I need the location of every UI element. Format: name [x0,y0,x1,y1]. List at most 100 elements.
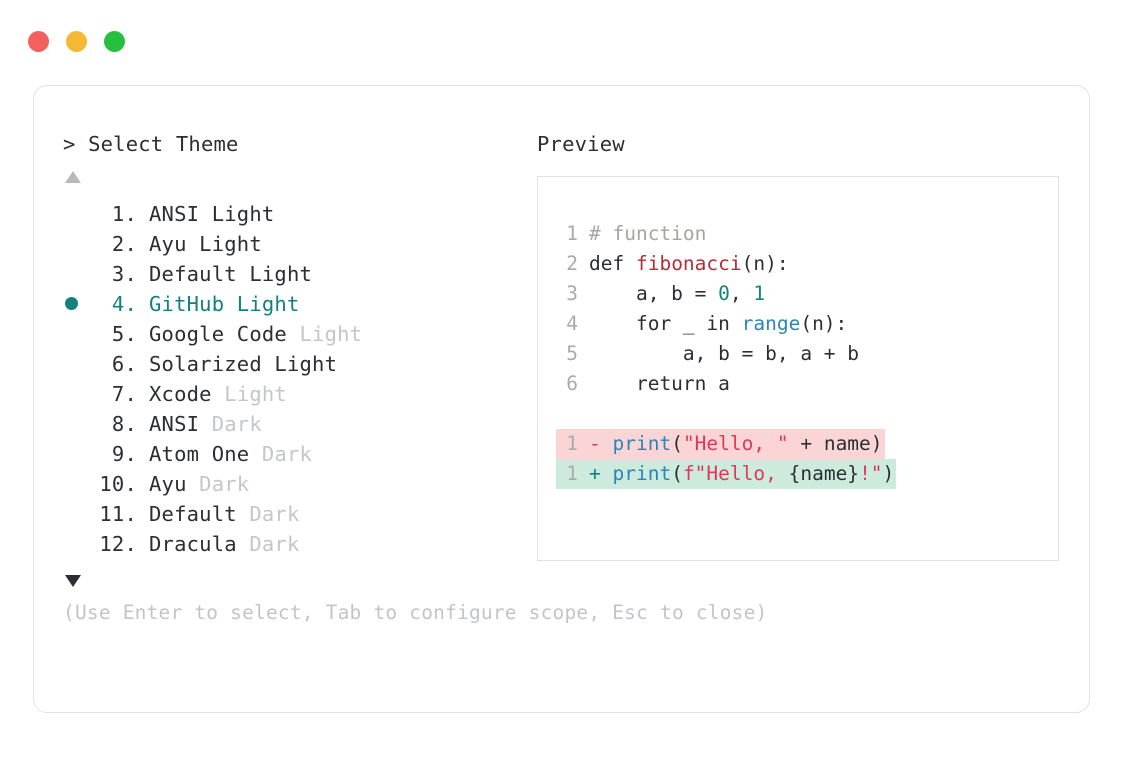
theme-variant-tag: Light [211,382,287,406]
theme-name: Google Code [149,322,287,346]
code-content: a, b = b, a + b [589,339,859,369]
code-token: # function [589,222,707,245]
theme-variant-tag: Dark [249,442,313,466]
code-content: print("Hello, " + name) [612,429,882,459]
theme-list-item[interactable]: 12. Dracula Dark [63,529,533,559]
theme-list: 1. ANSI Light 2.Ayu Light 3. Default Light 4.… [63,199,533,559]
code-token: (n): [741,252,789,275]
theme-list-item[interactable]: 6. Solarized Light [63,349,533,379]
theme-list-item[interactable]: 9. Atom One Dark [63,439,533,469]
code-token: + name) [788,432,883,455]
code-line: 1 # function [538,219,1058,249]
code-token: "Hello, " [682,432,789,455]
theme-list-item[interactable]: 5. Google Code Light [63,319,533,349]
theme-name: Atom One [149,442,250,466]
theme-index: 11. [99,502,137,526]
code-token: a, b = b, a + b [589,342,860,365]
code-token: ) [882,462,895,485]
theme-variant-tag: Dark [236,532,300,556]
code-content: # function [589,219,706,249]
theme-index: 12. [99,532,137,556]
code-token: fibonacci [635,252,742,275]
code-token: a, b = [589,282,719,305]
line-number: 1 [566,432,578,455]
theme-index: 3. [111,262,137,286]
code-token: print [612,462,672,485]
code-line: 3 a, b = 0, 1 [538,279,1058,309]
theme-name: Dracula [149,532,237,556]
line-number: 3 [566,282,578,305]
theme-variant-tag: Dark [199,412,262,436]
theme-name: ANSI [149,412,200,436]
scroll-up-indicator[interactable] [63,171,533,187]
theme-index: 7. [111,382,137,406]
theme-variant-tag: Dark [236,502,300,526]
window-controls [28,31,125,52]
theme-list-item[interactable]: 10.Ayu Dark [63,469,533,499]
preview-title: Preview [537,132,625,156]
line-number: 1 [566,462,578,485]
diff-highlight: 1- print("Hello, " + name) [556,429,885,459]
code-spacer [538,399,1058,429]
code-line: 6 return a [538,369,1058,399]
theme-list-item[interactable]: 8. ANSI Dark [63,409,533,439]
diff-marker: - [589,432,613,455]
code-token: {name} [788,462,860,485]
maximize-button[interactable] [104,31,125,52]
code-token: range [741,312,801,335]
theme-index: 5. [111,322,137,346]
theme-list-item[interactable]: 2.Ayu Light [63,229,533,259]
theme-name: Ayu Light [149,232,262,256]
code-token: ( [671,432,683,455]
theme-list-item[interactable]: 11. Default Dark [63,499,533,529]
triangle-up-icon [65,171,81,183]
theme-name: Default Light [149,262,313,286]
theme-list-item[interactable]: 4.GitHub Light [63,289,533,319]
theme-index: 6. [111,352,137,376]
triangle-down-icon [65,575,81,587]
theme-index: 1. [111,202,137,226]
code-token: for _ in [589,312,742,335]
code-token: , [729,282,754,305]
code-token: !" [859,462,883,485]
theme-list-item[interactable]: 3. Default Light [63,259,533,289]
keyboard-hint: (Use Enter to select, Tab to configure s… [63,601,768,624]
theme-name: Solarized Light [149,352,338,376]
code-content: def fibonacci(n): [589,249,789,279]
theme-name: ANSI Light [149,202,275,226]
diff-line-add: 1 + print(f"Hello, {name}!") [538,459,1058,489]
theme-index: 4. [111,292,137,316]
line-number: 5 [566,342,578,365]
theme-index: 10. [99,472,137,496]
theme-index: 8. [111,412,137,436]
code-content: return a [589,369,730,399]
theme-index: 9. [111,442,137,466]
diff-marker: + [589,462,613,485]
theme-name: Default [149,502,237,526]
code-token: 0 [718,282,730,305]
line-number: 6 [566,372,578,395]
code-token: (n): [800,312,848,335]
code-line: 5 a, b = b, a + b [538,339,1058,369]
theme-list-item[interactable]: 1. ANSI Light [63,199,533,229]
theme-list-item[interactable]: 7. Xcode Light [63,379,533,409]
minimize-button[interactable] [66,31,87,52]
code-token: return a [589,372,730,395]
theme-name: Xcode [149,382,212,406]
code-token: def [589,252,636,275]
code-content: print(f"Hello, {name}!") [612,459,894,489]
theme-variant-tag: Light [286,322,363,346]
line-number: 1 [566,222,578,245]
code-token: print [612,432,672,455]
theme-variant-tag: Dark [186,472,250,496]
scroll-down-indicator[interactable] [63,575,533,591]
close-button[interactable] [28,31,49,52]
code-content: a, b = 0, 1 [589,279,765,309]
select-theme-prompt: > Select Theme [63,132,239,156]
diff-line-del: 1- print("Hello, " + name) [538,429,1058,459]
